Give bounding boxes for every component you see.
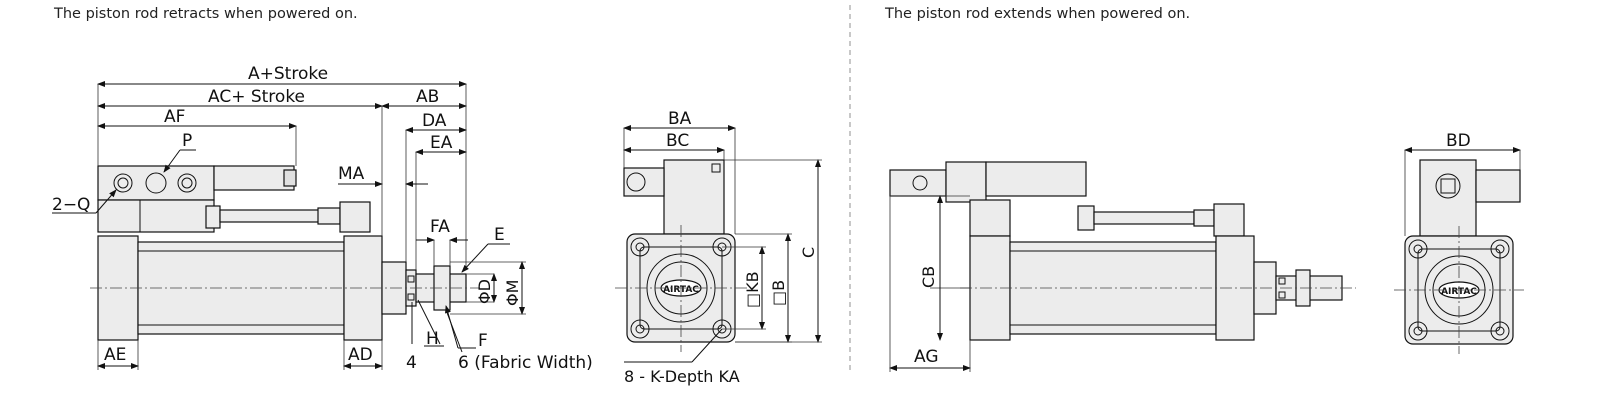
label-2q: 2−Q — [52, 195, 90, 215]
label-fa: FA — [430, 217, 450, 237]
label-phi-d: ΦD — [475, 279, 494, 304]
label-af: AF — [164, 107, 185, 127]
label-b: □B — [769, 280, 788, 306]
extend-dimensions: CB AG — [889, 195, 971, 372]
label-bd: BD — [1446, 131, 1471, 151]
label-kb: □KB — [743, 271, 762, 308]
label-h: H — [426, 329, 439, 349]
front-view-dimensions: BA BC □KB □B C 8 - K-Depth KA — [623, 109, 822, 386]
label-ea: EA — [430, 133, 453, 153]
label-e: E — [494, 225, 505, 245]
label-k-depth: 8 - K-Depth KA — [624, 367, 740, 386]
extend-coil — [889, 169, 947, 197]
extend-elbow — [1213, 203, 1245, 237]
label-ae: AE — [104, 345, 126, 365]
port-p — [145, 172, 167, 194]
solenoid-coil — [213, 165, 295, 191]
label-ad: AD — [348, 345, 373, 365]
elbow-fitting — [339, 201, 371, 233]
label-c: C — [799, 247, 818, 258]
valve-base — [97, 199, 215, 233]
front-solenoid — [663, 159, 725, 235]
label-bc: BC — [666, 131, 689, 151]
label-6-fabric: 6 (Fabric Width) — [458, 353, 593, 373]
caption-extend: The piston rod extends when powered on. — [885, 6, 1191, 22]
label-ac-stroke: AC+ Stroke — [208, 87, 305, 107]
label-ab: AB — [416, 87, 439, 107]
label-ba: BA — [668, 109, 692, 129]
port-fitting-2 — [177, 173, 197, 193]
caption-retract: The piston rod retracts when powered on. — [54, 6, 358, 22]
label-f: F — [478, 331, 488, 351]
label-ag: AG — [914, 347, 939, 367]
side-view-extend — [889, 161, 1356, 341]
side-view-retract — [90, 165, 480, 341]
front-extend-dimensions: BD — [1404, 131, 1521, 236]
front-view-extend: AIRTAC — [1394, 159, 1524, 354]
extend-valve — [985, 161, 1087, 197]
label-phi-m: ΦM — [503, 280, 522, 306]
front-view: AIRTAC — [615, 159, 748, 352]
label-p: P — [182, 131, 192, 151]
label-da: DA — [422, 111, 447, 131]
label-cb: CB — [919, 266, 938, 288]
label-ma: MA — [338, 164, 365, 184]
label-a-stroke: A+Stroke — [248, 64, 328, 84]
valve-body — [97, 165, 215, 201]
extend-tube — [1093, 211, 1195, 225]
label-4: 4 — [406, 353, 417, 373]
side-view-dimensions: A+Stroke AC+ Stroke AB AF P DA EA MA 2−Q — [52, 64, 593, 373]
port-fitting-1 — [113, 173, 133, 193]
